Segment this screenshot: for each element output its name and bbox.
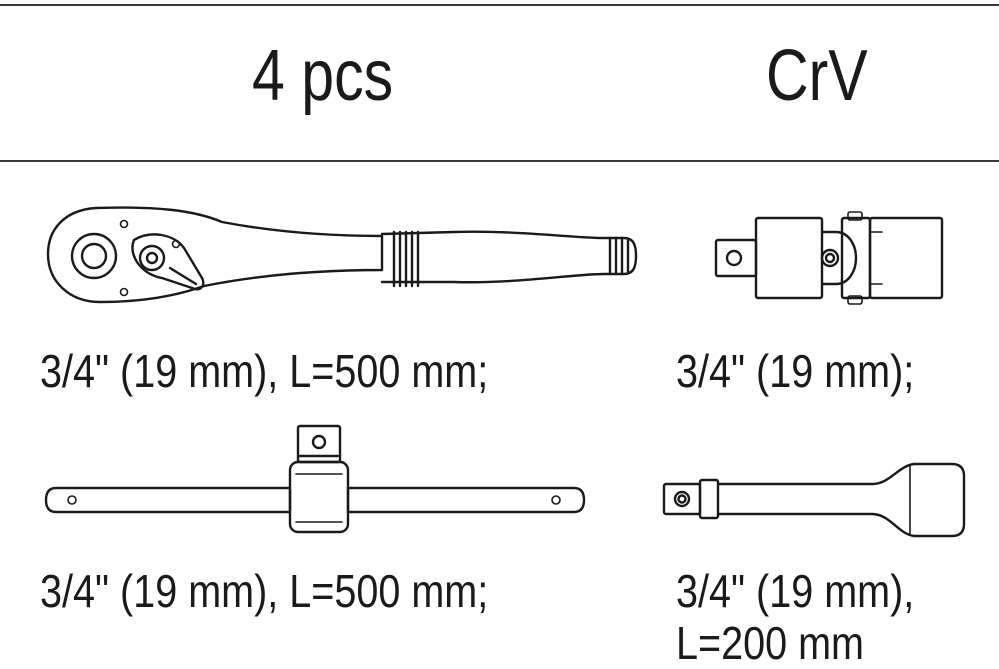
- extension-bar-caption-line2: L=200 mm: [676, 617, 865, 669]
- sliding-t-bar-icon: [44, 424, 586, 534]
- material-label: CrV: [766, 36, 868, 116]
- top-border-line: [0, 4, 999, 6]
- universal-joint-caption: 3/4" (19 mm);: [676, 345, 915, 397]
- ratchet-handle-icon: [46, 206, 638, 304]
- sliding-t-bar-caption: 3/4" (19 mm), L=500 mm;: [40, 565, 489, 617]
- header-divider-line: [0, 160, 999, 162]
- extension-bar-caption-line1: 3/4" (19 mm),: [676, 565, 915, 617]
- universal-joint-icon: [714, 211, 944, 305]
- ratchet-caption: 3/4" (19 mm), L=500 mm;: [40, 345, 489, 397]
- piece-count-label: 4 pcs: [252, 36, 394, 116]
- extension-bar-icon: [662, 462, 966, 538]
